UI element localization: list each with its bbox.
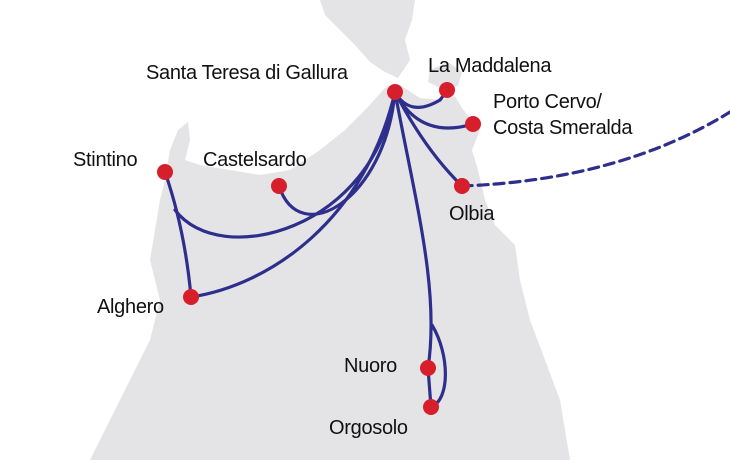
stop-orgosolo[interactable] — [423, 399, 439, 415]
label-orgosolo: Orgosolo — [329, 417, 408, 439]
label-porto-cervo-line2: Costa Smeralda — [493, 117, 633, 139]
stop-porto-cervo[interactable] — [465, 116, 481, 132]
route-santa-teresa-nuoro — [393, 90, 433, 370]
land-maddalena — [428, 62, 462, 88]
stop-la-maddalena[interactable] — [439, 82, 455, 98]
route-santa-teresa-olbia — [393, 90, 464, 188]
label-alghero: Alghero — [97, 296, 164, 318]
label-santa-teresa: Santa Teresa di Gallura — [146, 62, 348, 84]
land-corsica — [320, 0, 415, 78]
label-porto-cervo-line1: Porto Cervo/ — [493, 91, 602, 113]
route-olbia-sea — [460, 110, 730, 188]
stop-alghero[interactable] — [183, 289, 199, 305]
label-castelsardo: Castelsardo — [203, 149, 307, 171]
label-la-maddalena: La Maddalena — [428, 55, 552, 77]
label-stintino: Stintino — [73, 149, 138, 171]
stop-nuoro[interactable] — [420, 360, 436, 376]
stop-olbia[interactable] — [454, 178, 470, 194]
land-sardinia — [90, 85, 570, 460]
stop-santa-teresa[interactable] — [387, 84, 403, 100]
route-santa-teresa-alghero — [189, 90, 397, 299]
route-stintino-alghero — [163, 170, 193, 299]
label-olbia: Olbia — [449, 203, 495, 225]
stop-castelsardo[interactable] — [271, 178, 287, 194]
label-nuoro: Nuoro — [344, 355, 397, 377]
stops — [157, 82, 481, 415]
stop-stintino[interactable] — [157, 164, 173, 180]
route-santa-teresa-castelsardo — [277, 90, 397, 216]
